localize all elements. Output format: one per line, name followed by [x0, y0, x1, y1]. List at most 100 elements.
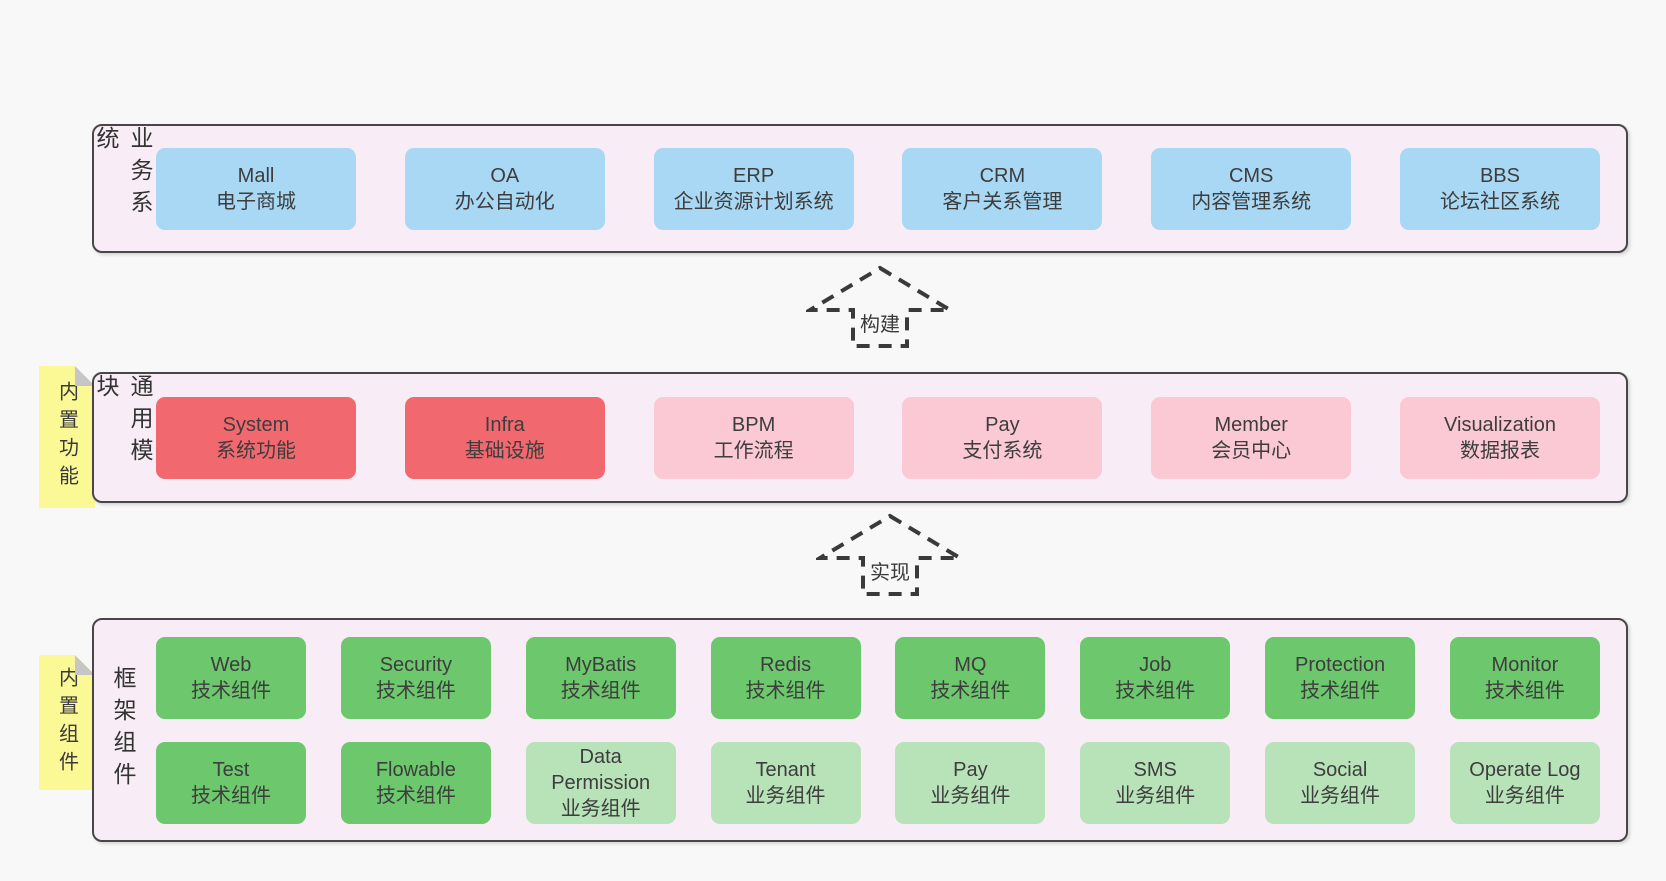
- box-title: Infra: [484, 413, 525, 436]
- box-subtitle: 技术组件: [930, 679, 1011, 702]
- box-subtitle: 基础设施: [464, 439, 545, 462]
- box-system: System 系统功能: [156, 396, 356, 479]
- box-title: OA: [490, 164, 520, 187]
- box-title: System: [222, 413, 290, 436]
- note-builtin-features-label: 内置功能: [55, 381, 78, 493]
- box-infra: Infra 基础设施: [404, 396, 605, 479]
- box-subtitle: 工作流程: [713, 439, 794, 462]
- box-bbs: BBS 论坛社区系统: [1399, 147, 1600, 230]
- box-sms: SMS 业务组件: [1080, 741, 1231, 824]
- box-subtitle: 技术组件: [560, 679, 641, 702]
- box-subtitle: 业务组件: [930, 784, 1011, 807]
- box-subtitle: 办公自动化: [454, 190, 555, 213]
- side-label-column: 框架组件: [94, 620, 152, 840]
- box-title: Monitor: [1491, 653, 1559, 676]
- box-subtitle: 数据报表: [1459, 439, 1540, 462]
- box-subtitle: 技术组件: [1484, 679, 1565, 702]
- box-title: Data Permission: [551, 745, 651, 794]
- box-monitor: Monitor 技术组件: [1449, 636, 1600, 719]
- box-title: Social: [1312, 758, 1368, 781]
- box-visualization: Visualization 数据报表: [1399, 396, 1600, 479]
- box-title: Member: [1214, 413, 1288, 436]
- box-subtitle: 企业资源计划系统: [673, 190, 834, 213]
- box-subtitle: 业务组件: [1115, 784, 1196, 807]
- box-security: Security 技术组件: [340, 636, 491, 719]
- box-mybatis: MyBatis 技术组件: [525, 636, 676, 719]
- box-subtitle: 会员中心: [1211, 439, 1292, 462]
- box-subtitle: 电子商城: [216, 190, 296, 213]
- box-title: Operate Log: [1469, 758, 1581, 781]
- box-subtitle: 技术组件: [1300, 679, 1381, 702]
- box-member: Member 会员中心: [1151, 396, 1352, 479]
- box-pay-business: Pay 业务组件: [895, 741, 1046, 824]
- box-crm: CRM 客户关系管理: [902, 147, 1103, 230]
- box-subtitle: 业务组件: [1484, 784, 1565, 807]
- box-operate-log: Operate Log 业务组件: [1449, 741, 1600, 824]
- box-subtitle: 内容管理系统: [1191, 190, 1312, 213]
- side-label-business-systems: 业务系统: [93, 126, 153, 222]
- box-title: Mall: [237, 164, 275, 187]
- box-tenant: Tenant 业务组件: [710, 741, 861, 824]
- component-row-1: Web 技术组件 Security 技术组件 MyBatis 技术组件 Redi…: [156, 636, 1600, 719]
- box-job: Job 技术组件: [1080, 636, 1231, 719]
- arrow-build: 构建: [806, 264, 954, 350]
- box-title: BPM: [731, 413, 776, 436]
- box-title: Pay: [985, 413, 1020, 436]
- box-title: Web: [210, 653, 252, 676]
- side-label-column: 业务系统: [93, 126, 153, 251]
- module-boxes-row: System 系统功能 Infra 基础设施 BPM 工作流程 Pay 支付系统…: [152, 374, 1626, 501]
- box-cms: CMS 内容管理系统: [1151, 147, 1352, 230]
- section-common-modules: 通用模块 System 系统功能 Infra 基础设施 BPM 工作流程 Pay…: [92, 372, 1628, 503]
- box-subtitle: 技术组件: [1115, 679, 1196, 702]
- box-title: Test: [212, 758, 250, 781]
- side-label-column: 通用模块: [93, 374, 153, 501]
- box-subtitle: 系统功能: [216, 439, 296, 462]
- dashed-up-arrow-icon: [816, 513, 964, 596]
- arrow-build-label: 构建: [857, 308, 903, 337]
- business-boxes-row: Mall 电子商城 OA 办公自动化 ERP 企业资源计划系统 CRM 客户关系…: [152, 126, 1626, 251]
- box-title: Protection: [1295, 653, 1386, 676]
- side-label-common-modules: 通用模块: [93, 374, 153, 470]
- box-subtitle: 技术组件: [375, 784, 456, 807]
- box-mall: Mall 电子商城: [156, 147, 356, 230]
- box-subtitle: 客户关系管理: [942, 190, 1063, 213]
- box-subtitle: 技术组件: [745, 679, 826, 702]
- box-title: CRM: [979, 164, 1026, 187]
- box-title: Job: [1139, 653, 1172, 676]
- note-builtin-features: 内置功能: [39, 366, 95, 508]
- box-subtitle: 技术组件: [375, 679, 456, 702]
- box-subtitle: 业务组件: [745, 784, 826, 807]
- box-title: CMS: [1228, 164, 1274, 187]
- box-title: MQ: [954, 653, 987, 676]
- box-oa: OA 办公自动化: [404, 147, 605, 230]
- box-title: Tenant: [755, 758, 816, 781]
- box-redis: Redis 技术组件: [710, 636, 861, 719]
- side-label-framework-components: 框架组件: [110, 666, 136, 794]
- note-builtin-components: 内置组件: [39, 655, 95, 790]
- box-erp: ERP 企业资源计划系统: [653, 147, 854, 230]
- arrow-implement: 实现: [816, 512, 964, 598]
- box-subtitle: 业务组件: [560, 797, 641, 820]
- box-mq: MQ 技术组件: [895, 636, 1046, 719]
- box-title: ERP: [733, 164, 775, 187]
- box-flowable: Flowable 技术组件: [340, 741, 491, 824]
- box-title: BBS: [1479, 164, 1520, 187]
- box-protection: Protection 技术组件: [1265, 636, 1416, 719]
- box-title: Pay: [953, 758, 988, 781]
- box-subtitle: 技术组件: [191, 679, 271, 702]
- box-bpm: BPM 工作流程: [653, 396, 854, 479]
- box-title: Visualization: [1444, 413, 1556, 436]
- note-builtin-components-label: 内置组件: [55, 666, 78, 779]
- box-title: Flowable: [375, 758, 456, 781]
- box-title: Redis: [759, 653, 812, 676]
- component-boxes-grid: Web 技术组件 Security 技术组件 MyBatis 技术组件 Redi…: [152, 620, 1626, 840]
- box-title: MyBatis: [565, 653, 637, 676]
- component-row-2: Test 技术组件 Flowable 技术组件 Data Permission …: [156, 741, 1600, 824]
- box-subtitle: 技术组件: [191, 784, 271, 807]
- dashed-up-arrow-icon: [806, 265, 954, 348]
- section-business-systems: 业务系统 Mall 电子商城 OA 办公自动化 ERP 企业资源计划系统 CRM…: [92, 124, 1628, 253]
- box-data-permission: Data Permission 业务组件: [525, 741, 676, 824]
- box-subtitle: 论坛社区系统: [1439, 190, 1560, 213]
- box-title: SMS: [1133, 758, 1177, 781]
